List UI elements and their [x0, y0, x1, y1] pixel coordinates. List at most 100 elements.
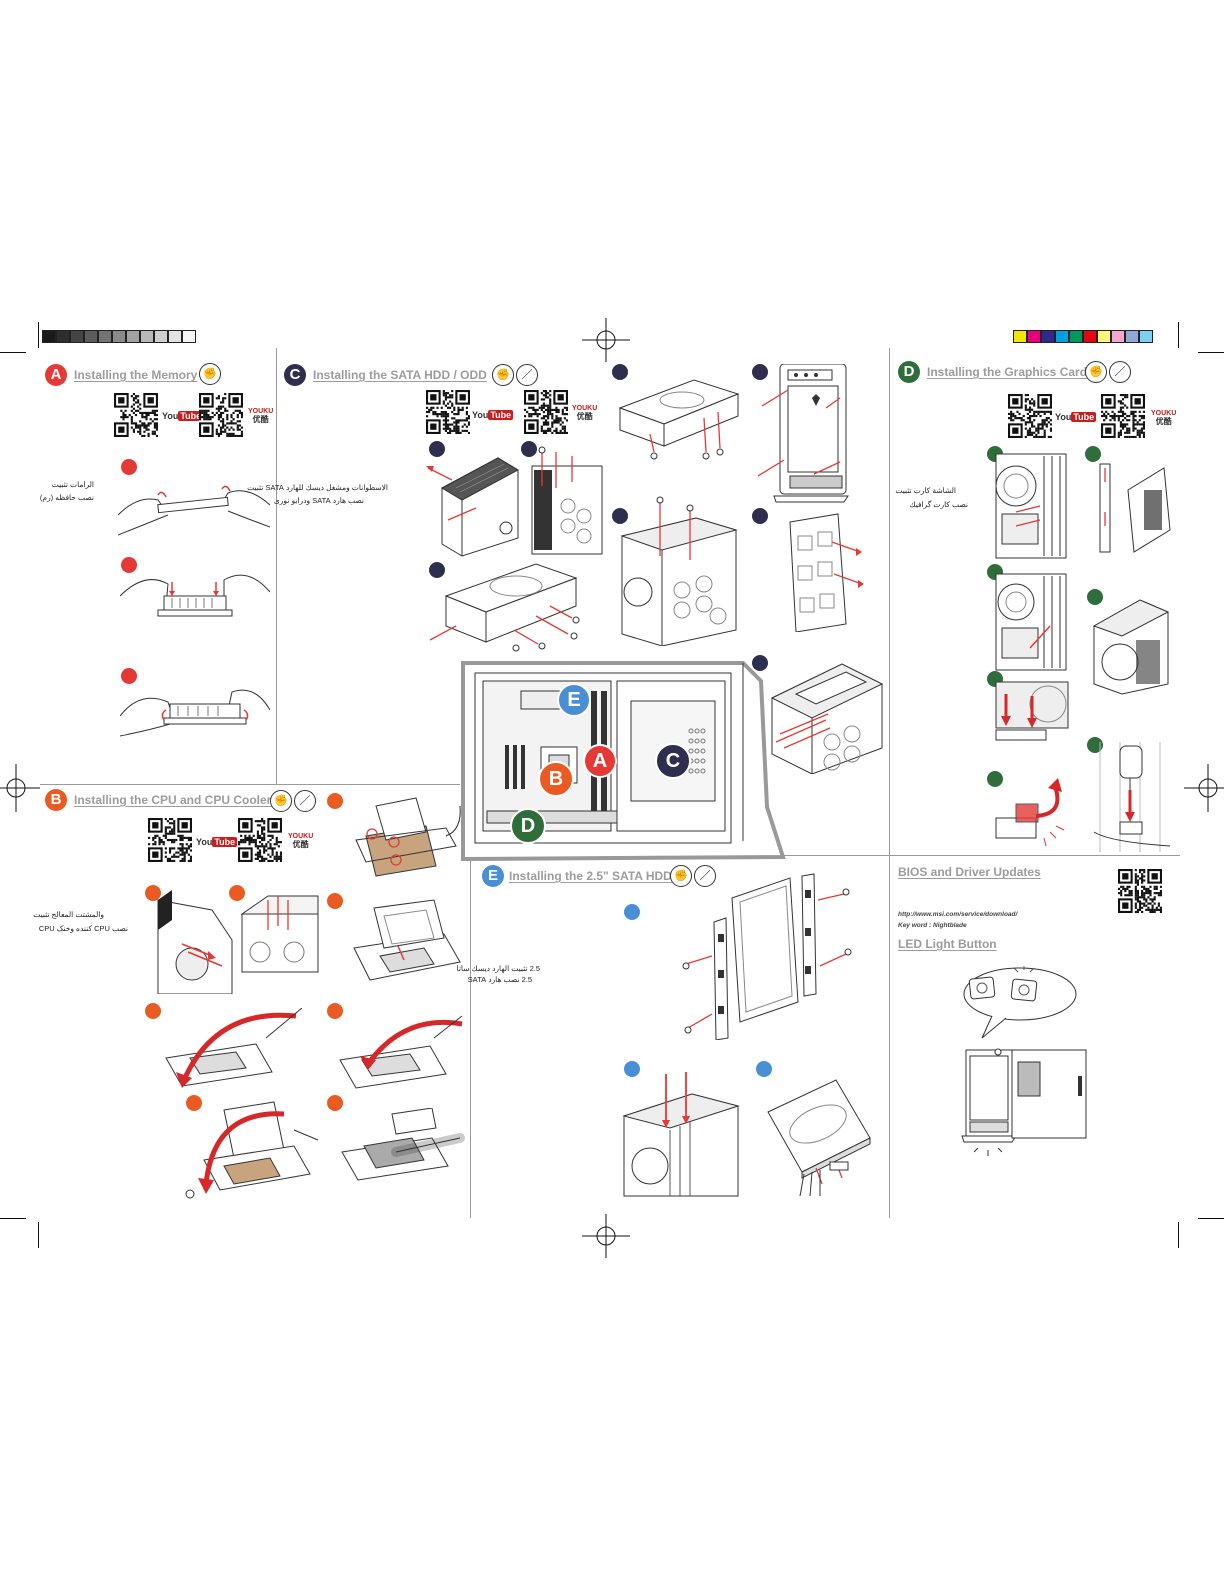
cpu-step-1-illustration	[157, 890, 233, 994]
graphics-step-7-illustration	[995, 778, 1065, 847]
step-marker	[145, 885, 161, 901]
overview-label-a: A	[583, 744, 617, 778]
cpu-step-8-illustration	[341, 1108, 465, 1181]
step-marker	[1087, 737, 1103, 753]
gray-swatch	[98, 330, 112, 343]
cpu-step-6-illustration	[339, 1015, 463, 1089]
divider	[470, 784, 471, 1218]
step-marker	[186, 1095, 202, 1111]
step-marker	[327, 1003, 343, 1019]
step-marker	[327, 793, 343, 809]
step-marker	[429, 562, 445, 578]
section-e-badge: E	[482, 865, 504, 887]
crop-mark	[1178, 322, 1179, 348]
step-marker	[624, 1061, 640, 1077]
sata-step-3-illustration	[429, 563, 580, 652]
cpu-step-7-illustration	[185, 1101, 319, 1199]
led-section-title: LED Light Button	[898, 937, 997, 951]
section-c-badge: C	[284, 364, 306, 386]
section-a-badge: A	[45, 364, 67, 386]
cpu-arabic-text: والمشتت المعالج تثبيت	[33, 910, 104, 919]
memory-persian-text: نصب حافظه (رم)	[39, 493, 94, 502]
gray-swatch	[56, 330, 70, 343]
youtube-qr-code	[1008, 394, 1052, 438]
sata-step-8-illustration	[770, 663, 884, 774]
overview-label-d: D	[510, 808, 546, 844]
screwdriver-icon: ／	[694, 865, 716, 887]
youtube-qr-code	[148, 818, 192, 862]
memory-step-2-illustration	[120, 574, 270, 617]
bios-download-url[interactable]: http://www.msi.com/service/download/	[898, 911, 1018, 918]
youtube-qr-code	[114, 393, 158, 437]
step-marker	[229, 885, 245, 901]
crop-mark	[1198, 352, 1224, 353]
step-marker	[1087, 589, 1103, 605]
bios-qr-code	[1118, 869, 1162, 913]
graphics-persian-text: نصب كارت گرافيك	[909, 500, 968, 509]
sata-step-2-illustration	[531, 446, 603, 555]
gray-swatch	[140, 330, 154, 343]
graphics-arabic-text: الشاشة كارت تثبيت	[895, 486, 956, 495]
color-swatch	[1083, 330, 1097, 343]
step-marker	[756, 1061, 772, 1077]
grip-hand-icon: ✊	[670, 865, 692, 887]
graphics-step-5-illustration	[995, 681, 1069, 741]
grip-hand-icon: ✊	[1085, 361, 1107, 383]
step-marker	[521, 441, 537, 457]
color-swatch	[1111, 330, 1125, 343]
grip-hand-icon: ✊	[492, 364, 514, 386]
color-swatch	[1125, 330, 1139, 343]
registration-mark-right	[1184, 764, 1224, 812]
color-swatch	[1013, 330, 1027, 343]
step-marker	[612, 508, 628, 524]
gray-swatch	[168, 330, 182, 343]
step-marker	[121, 557, 137, 573]
graphics-step-6-illustration	[1093, 742, 1170, 852]
graphics-step-4-illustration	[1092, 599, 1170, 695]
led-button-illustration	[961, 966, 1087, 1156]
memory-step-1-illustration	[118, 485, 270, 536]
cpu-step-3-illustration	[355, 797, 461, 877]
bios-section-title: BIOS and Driver Updates	[898, 865, 1041, 879]
step-marker	[752, 508, 768, 524]
sata-step-5-illustration	[620, 496, 738, 646]
registration-mark-left	[0, 764, 40, 812]
gray-swatch	[42, 330, 56, 343]
step-marker	[624, 904, 640, 920]
section-d-badge: D	[898, 361, 920, 383]
youku-qr-code	[199, 393, 243, 437]
gray-swatch	[154, 330, 168, 343]
memory-section-title: Installing the Memory	[74, 368, 198, 382]
step-marker	[1085, 446, 1101, 462]
color-swatch	[1139, 330, 1153, 343]
overview-label-c: C	[655, 743, 691, 779]
color-swatch	[1069, 330, 1083, 343]
cpu-step-2-illustration	[240, 895, 319, 973]
hdd25-step-1-illustration	[682, 873, 852, 1040]
crop-mark	[38, 322, 39, 348]
overview-label-b: B	[538, 761, 574, 797]
cpu-section-title: Installing the CPU and CPU Cooler	[74, 793, 272, 807]
graphics-section-title: Installing the Graphics Card	[927, 365, 1088, 379]
crop-mark	[1178, 1222, 1179, 1248]
divider	[276, 348, 277, 784]
sata-persian-text: نصب هارد SATA ودرايو نوری	[273, 496, 364, 505]
youku-qr-code	[524, 390, 568, 434]
hdd25-step-2-illustration	[622, 1072, 740, 1197]
color-swatch	[1097, 330, 1111, 343]
step-marker	[121, 459, 137, 475]
memory-step-3-illustration	[120, 689, 270, 737]
gray-swatch	[112, 330, 126, 343]
divider	[40, 784, 460, 785]
memory-arabic-text: الرامات تثبيت	[51, 480, 94, 489]
sata-step-4-illustration	[618, 379, 740, 460]
graphics-step-3-illustration	[995, 573, 1067, 671]
color-swatch	[1041, 330, 1055, 343]
registration-mark-top	[582, 318, 630, 362]
screwdriver-icon: ／	[1109, 361, 1131, 383]
